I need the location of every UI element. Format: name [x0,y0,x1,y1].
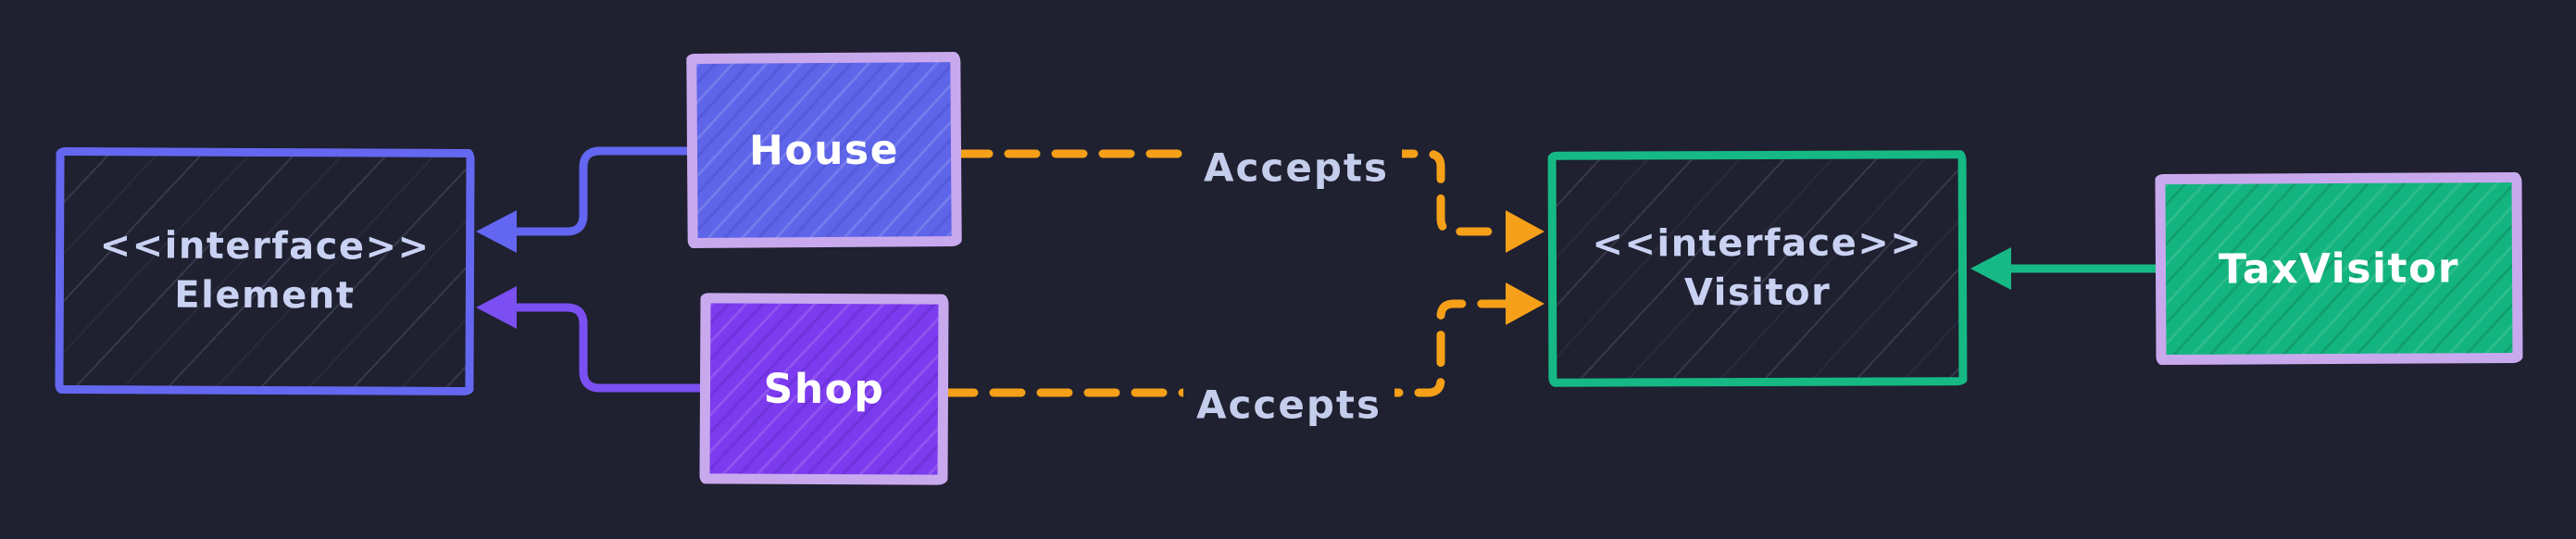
edge-label-accepts-house: Accepts [1191,143,1402,193]
node-element-interface: <<interface>> Element [55,147,475,395]
visitor-name-label: Visitor [1683,270,1832,315]
node-shop: Shop [699,293,949,485]
node-house: House [686,51,962,249]
edge-shop-to-element [512,303,705,393]
arrowhead-taxvisitor-to-visitor [1970,247,2011,290]
arrowhead-shop-to-element [476,286,517,329]
taxvisitor-name-label: TaxVisitor [2218,244,2460,294]
element-name-label: Element [174,273,356,318]
node-taxvisitor: TaxVisitor [2155,171,2523,366]
node-visitor-interface: <<interface>> Visitor [1547,150,1968,387]
element-stereotype-label: <<interface>> [99,224,431,269]
edge-label-accepts-shop: Accepts [1183,380,1394,430]
house-name-label: House [748,125,900,175]
arrowhead-house-to-visitor [1506,210,1544,253]
arrowhead-house-to-element [476,210,517,253]
arrowhead-shop-to-visitor [1506,282,1544,325]
shop-name-label: Shop [763,365,885,413]
edge-house-to-element [512,146,692,236]
visitor-stereotype-label: <<interface>> [1592,221,1923,266]
edge-house-to-visitor [957,149,1510,236]
edge-shop-to-visitor [942,299,1510,397]
